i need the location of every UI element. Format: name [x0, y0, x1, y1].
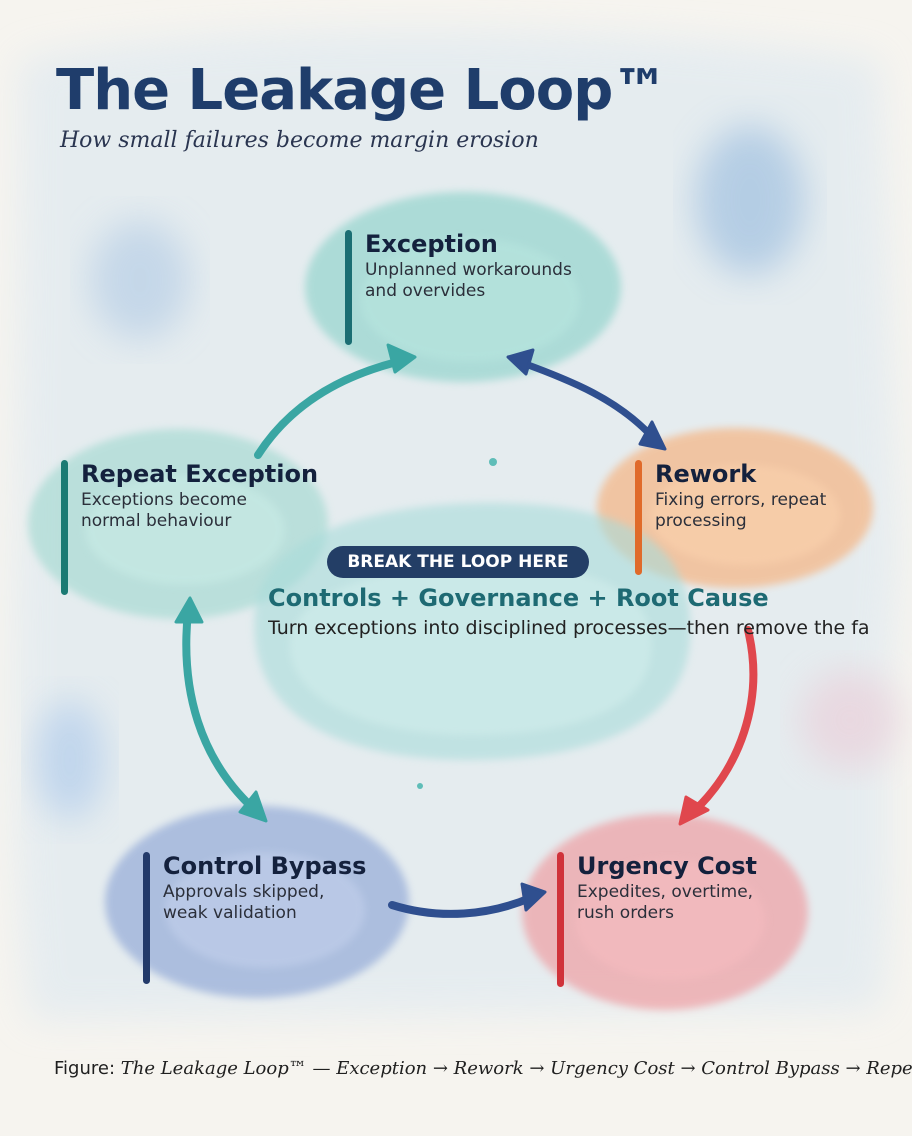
- decor-dot: [489, 458, 497, 466]
- decor-dot: [417, 783, 423, 789]
- repeat-blob: [28, 429, 328, 619]
- caption-text: The Leakage Loop™ — Exception → Rework →…: [120, 1058, 912, 1079]
- urgency-blob: [522, 814, 808, 1010]
- rework-blob: [597, 428, 873, 588]
- bypass-accent-bar: [143, 852, 150, 984]
- rework-desc: Fixing errors, repeat processing: [655, 490, 827, 531]
- repeat-title: Repeat Exception: [81, 460, 319, 488]
- urgency-accent-bar: [557, 852, 564, 987]
- bypass-title: Control Bypass: [163, 852, 367, 880]
- rework-title: Rework: [655, 460, 757, 488]
- figure-caption: Figure: The Leakage Loop™ — Exception → …: [54, 1058, 912, 1079]
- bypass-blob: [105, 806, 409, 998]
- diagram-subtitle: How small failures become margin erosion: [60, 128, 539, 153]
- urgency-desc: Expedites, overtime, rush orders: [577, 882, 754, 923]
- arrow-exception-rework: [506, 348, 667, 451]
- arrow-repeat-to-exception: [254, 343, 417, 459]
- exception-title: Exception: [365, 230, 498, 258]
- arrow-repeat-bypass: [174, 596, 268, 823]
- exception-accent-bar: [345, 230, 352, 345]
- exception-blob: [305, 192, 621, 382]
- urgency-title: Urgency Cost: [577, 852, 757, 880]
- break-loop-badge: BREAK THE LOOP HERE: [327, 546, 589, 578]
- center-description: Turn exceptions into disciplined process…: [268, 617, 870, 639]
- diagram-title: The Leakage Loop™: [56, 58, 668, 123]
- arrow-rework-to-urgency: [678, 626, 758, 826]
- rework-accent-bar: [635, 460, 642, 575]
- exception-desc: Unplanned workarounds and overvides: [365, 260, 572, 301]
- bypass-desc: Approvals skipped, weak validation: [163, 882, 325, 923]
- center-title: Controls + Governance + Root Cause: [268, 584, 769, 612]
- arrow-bypass-to-urgency: [388, 882, 547, 918]
- repeat-accent-bar: [61, 460, 68, 595]
- repeat-desc: Exceptions become normal behaviour: [81, 490, 247, 531]
- caption-prefix: Figure:: [54, 1058, 121, 1079]
